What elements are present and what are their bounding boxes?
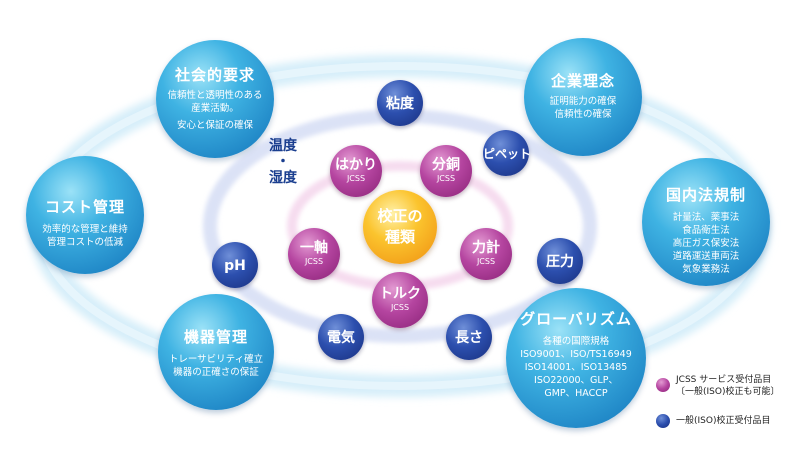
item-sub: JCSS	[476, 257, 496, 266]
item-sub: JCSS	[436, 174, 456, 183]
legend-jcss-dot	[656, 378, 670, 392]
category-line: 食品衛生法	[682, 225, 730, 236]
general-item-pipette: ピペット	[483, 130, 532, 176]
category-line: 道路運送車両法	[672, 251, 740, 262]
category-line: ISO9001、ISO/TS16949	[520, 349, 632, 360]
category-corporate: 企業理念 証明能力の確保 信頼性の確保	[524, 38, 642, 156]
category-line: ISO22000、GLP、	[534, 375, 618, 386]
category-line: 管理コストの低減	[46, 237, 123, 248]
category-title: 社会的要求	[174, 66, 255, 84]
item-label: pH	[224, 258, 246, 274]
item-sub: JCSS	[346, 174, 366, 183]
general-item-pressure: 圧力	[537, 238, 583, 284]
general-item-temp-humidity: 温度 ・ 湿度	[258, 136, 308, 188]
legend-general-label: 一般(ISO)校正受付品目	[676, 416, 771, 426]
category-social: 社会的要求 信頼性と透明性のある 産業活動。 安心と保証の確保	[156, 40, 274, 158]
legend-jcss-label: JCSS サービス受付品目 〔一般(ISO)校正も可能〕	[676, 374, 779, 398]
category-line: GMP、HACCP	[544, 388, 608, 399]
category-title: 企業理念	[550, 72, 615, 90]
item-separator: ・	[276, 154, 290, 170]
item-label: 電気	[327, 330, 355, 346]
item-label: 力計	[472, 240, 500, 256]
category-title: グローバリズム	[520, 310, 632, 328]
jcss-item-torque: トルク JCSS	[372, 272, 428, 328]
category-equipment: 機器管理 トレーサビリティ確立 機器の正確さの保証	[158, 294, 274, 410]
item-label: 長さ	[455, 330, 483, 346]
category-title: コスト管理	[44, 198, 125, 216]
jcss-item-weight: 分銅 JCSS	[420, 145, 472, 197]
jcss-item-force-gauge: 力計 JCSS	[460, 228, 512, 280]
category-line: トレーサビリティ確立	[168, 354, 264, 365]
item-label: 一軸	[300, 240, 328, 256]
item-label: はかり	[335, 157, 377, 173]
legend-line: JCSS サービス受付品目	[676, 375, 772, 385]
category-line: 機器の正確さの保証	[173, 367, 259, 378]
category-line: 効率的な管理と維持	[42, 224, 128, 235]
category-global: グローバリズム 各種の国際規格 ISO9001、ISO/TS16949 ISO1…	[506, 288, 646, 428]
general-item-length: 長さ	[446, 314, 492, 360]
legend-line: 〔一般(ISO)校正も可能〕	[676, 387, 780, 397]
item-sub: JCSS	[304, 257, 324, 266]
general-item-electric: 電気	[318, 314, 364, 360]
jcss-item-scale: はかり JCSS	[330, 145, 382, 197]
center-calibration-types: 校正の 種類	[363, 190, 437, 264]
category-title: 国内法規制	[665, 186, 746, 204]
category-title: 機器管理	[183, 328, 248, 346]
category-line: 安心と保証の確保	[176, 120, 253, 131]
item-label: 温度	[269, 138, 297, 154]
item-label: 粘度	[386, 96, 414, 112]
category-line: 証明能力の確保	[549, 96, 617, 107]
category-line: 気象業務法	[682, 264, 730, 275]
item-sub: JCSS	[390, 303, 410, 312]
jcss-item-uniaxial: 一軸 JCSS	[288, 228, 340, 280]
general-item-ph: pH	[212, 242, 258, 288]
item-label: 湿度	[269, 170, 297, 186]
category-line: 信頼性の確保	[554, 109, 612, 120]
legend-general-dot	[656, 414, 670, 428]
item-label: トルク	[379, 286, 421, 302]
general-item-viscosity: 粘度	[377, 80, 423, 126]
category-cost: コスト管理 効率的な管理と維持 管理コストの低減	[26, 156, 144, 274]
category-line: 産業活動。	[191, 103, 239, 114]
category-line: 高圧ガス保安法	[672, 238, 740, 249]
item-label: ピペット	[483, 147, 532, 161]
category-domestic: 国内法規制 計量法、薬事法 食品衛生法 高圧ガス保安法 道路運送車両法 気象業務…	[642, 158, 770, 286]
category-line: 信頼性と透明性のある	[167, 90, 263, 101]
category-line: 計量法、薬事法	[672, 212, 740, 223]
center-line: 種類	[384, 228, 415, 246]
item-label: 圧力	[546, 254, 574, 270]
item-label: 分銅	[432, 157, 460, 173]
category-line: ISO14001、ISO13485	[524, 362, 628, 373]
category-line: 各種の国際規格	[542, 336, 610, 347]
center-line: 校正の	[377, 207, 423, 225]
